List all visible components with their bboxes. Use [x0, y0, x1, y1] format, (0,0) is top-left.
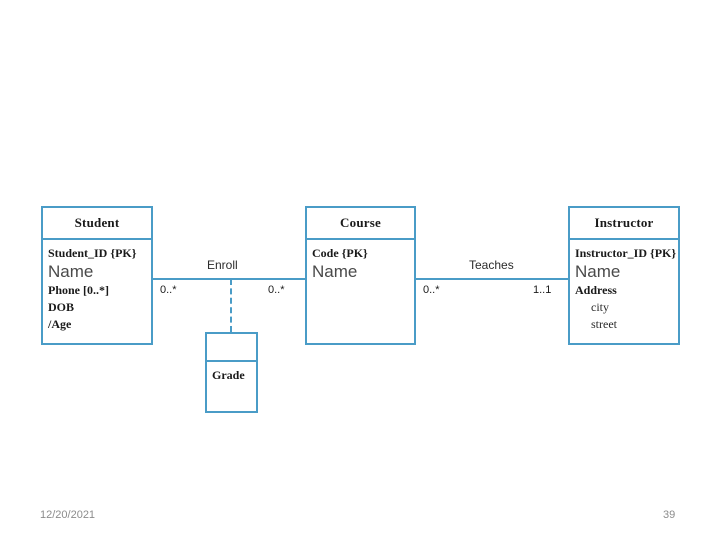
association-class-link-dashed — [230, 279, 232, 332]
multiplicity-teaches-course: 0..* — [423, 284, 440, 296]
uml-attribute: /Age — [48, 317, 72, 331]
association-label-teaches: Teaches — [469, 258, 514, 272]
uml-attribute: Code {PK} — [312, 246, 368, 260]
multiplicity-teaches-instructor: 1..1 — [533, 284, 552, 296]
association-line-teaches — [415, 278, 568, 280]
association-line-enroll — [152, 278, 305, 280]
multiplicity-enroll-student: 0..* — [160, 284, 177, 296]
uml-attribute: Name — [575, 262, 621, 281]
uml-class-body-grade: Grade — [207, 362, 256, 384]
uml-attribute: Instructor_ID {PK} — [575, 246, 677, 260]
uml-attribute: Student_ID {PK} — [48, 246, 137, 260]
uml-class-student[interactable]: Student Student_ID {PK} Name Phone [0..*… — [41, 206, 153, 345]
uml-attribute: Address — [575, 283, 617, 297]
uml-attribute: Name — [48, 262, 94, 281]
uml-class-body-instructor: Instructor_ID {PK} Name Address city str… — [570, 240, 678, 333]
uml-attribute: city — [591, 300, 609, 314]
association-label-enroll: Enroll — [207, 258, 238, 272]
uml-class-body-student: Student_ID {PK} Name Phone [0..*] DOB /A… — [43, 240, 151, 333]
uml-attribute: Phone [0..*] — [48, 283, 109, 297]
uml-class-title-student: Student — [43, 208, 151, 240]
uml-attribute: Name — [312, 262, 358, 281]
uml-association-class-grade[interactable]: Grade — [205, 332, 258, 413]
uml-class-title-instructor: Instructor — [570, 208, 678, 240]
uml-attribute: Grade — [212, 368, 245, 382]
footer-page-number: 39 — [663, 509, 676, 521]
multiplicity-enroll-course: 0..* — [268, 284, 285, 296]
uml-class-course[interactable]: Course Code {PK} Name — [305, 206, 416, 345]
uml-class-title-course: Course — [307, 208, 414, 240]
uml-class-instructor[interactable]: Instructor Instructor_ID {PK} Name Addre… — [568, 206, 680, 345]
uml-attribute: street — [591, 317, 617, 331]
uml-class-body-course: Code {PK} Name — [307, 240, 414, 282]
uml-attribute: DOB — [48, 300, 75, 314]
footer-date: 12/20/2021 — [40, 509, 96, 521]
uml-class-title-grade — [207, 334, 256, 362]
